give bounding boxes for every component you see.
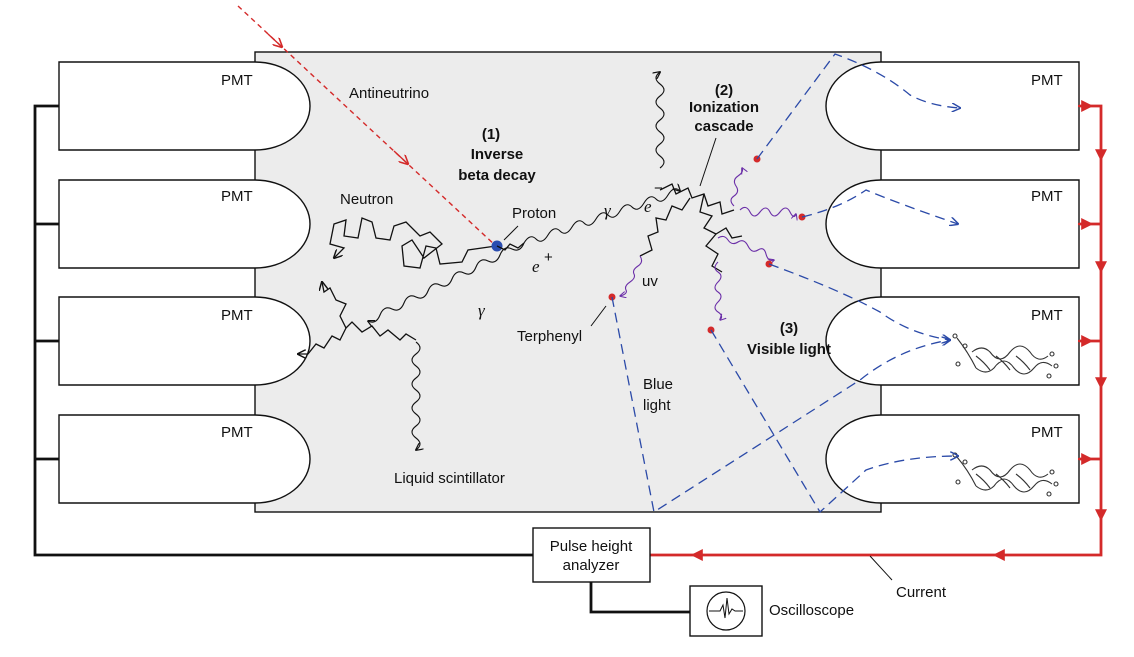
electron-track: [639, 197, 691, 257]
gamma-wave-secondary: [411, 341, 420, 450]
current-label: Current: [896, 584, 947, 601]
electron-track: [659, 183, 735, 215]
uv-label: uv: [642, 273, 658, 290]
left-ground-wire: [33, 104, 533, 557]
pulse-analyzer-label-2: analyzer: [563, 557, 620, 574]
pmt-label: PMT: [1031, 424, 1063, 441]
antineutrino-label: Antineutrino: [349, 85, 429, 102]
pmt-right-4: PMT: [825, 414, 1080, 504]
compton-electron-track: [298, 327, 347, 354]
uv-photon-wave: [714, 261, 722, 320]
electron-track: [715, 227, 743, 239]
uv-photon-wave: [717, 235, 774, 260]
svg-text:e: e: [532, 257, 540, 276]
positron-symbol: e +: [532, 249, 553, 276]
svg-text:e: e: [644, 197, 652, 216]
pmt-left-3: PMT: [58, 296, 311, 386]
pulse-height-analyzer: [532, 527, 651, 583]
step1-number: (1): [482, 126, 500, 143]
proton-label: Proton: [512, 205, 556, 222]
pmt-label: PMT: [1031, 307, 1063, 324]
antineutrino-arrow-icon: [393, 150, 408, 164]
dynode-chain-icon: [952, 333, 1059, 379]
scintillator-tank: [254, 51, 882, 513]
uv-photon-wave: [739, 206, 796, 216]
liquid-scintillator-label: Liquid scintillator: [394, 470, 505, 487]
pulse-analyzer-label-1: Pulse height: [550, 538, 633, 555]
gamma-wave-vertical: [656, 72, 665, 169]
gamma-wave-down: [368, 242, 525, 322]
step1-label-1: Inverse: [471, 146, 524, 163]
gamma-symbol: γ: [478, 301, 486, 320]
pmt-label: PMT: [1031, 188, 1063, 205]
terphenyl-label: Terphenyl: [517, 328, 582, 345]
step3-number: (3): [780, 320, 798, 337]
uv-photon-wave: [730, 168, 743, 207]
uv-photon-wave: [620, 255, 643, 296]
pmt-label: PMT: [221, 307, 253, 324]
current-leader-line: [869, 555, 893, 581]
step2-label-1: Ionization: [689, 99, 759, 116]
compton-electron-track: [322, 282, 417, 341]
pmt-right-3: PMT: [825, 296, 1080, 386]
step2-number: (2): [715, 82, 733, 99]
pmt-left-4: PMT: [58, 414, 311, 504]
gamma-wave-up: [523, 189, 680, 244]
pmt-label: PMT: [221, 188, 253, 205]
oscilloscope-trace-icon: [709, 597, 743, 619]
pmt-label: PMT: [221, 72, 253, 89]
terphenyl-leader-line: [590, 305, 607, 327]
step1-label-2: beta decay: [458, 167, 536, 184]
pmt-right-2: PMT: [825, 179, 1080, 269]
blue-light-label-2: light: [643, 397, 671, 414]
proton-leader-line: [503, 225, 519, 241]
step2-label-2: cascade: [694, 118, 753, 135]
pmt-label: PMT: [1031, 72, 1063, 89]
positron-track: [496, 242, 525, 251]
gamma-symbol: γ: [604, 201, 612, 220]
pmt-right-1: PMT: [825, 61, 1080, 151]
current-wire: [650, 100, 1107, 561]
antineutrino-arrow-icon: [267, 33, 282, 47]
step3-label: Visible light: [747, 341, 831, 358]
pmt-left-2: PMT: [58, 179, 311, 269]
svg-text:+: +: [544, 249, 553, 266]
neutron-track: [329, 217, 497, 269]
cascade-leader-line: [699, 137, 717, 187]
oscilloscope-label: Oscilloscope: [769, 602, 854, 619]
pmt-label: PMT: [221, 424, 253, 441]
oscilloscope-wire: [589, 582, 690, 614]
blue-light-rays: [611, 53, 960, 514]
svg-text:−: −: [654, 180, 663, 197]
pmt-left-1: PMT: [58, 61, 311, 151]
neutron-label: Neutron: [340, 191, 393, 208]
blue-light-label-1: Blue: [643, 376, 673, 393]
electron-symbol: e −: [644, 180, 663, 216]
